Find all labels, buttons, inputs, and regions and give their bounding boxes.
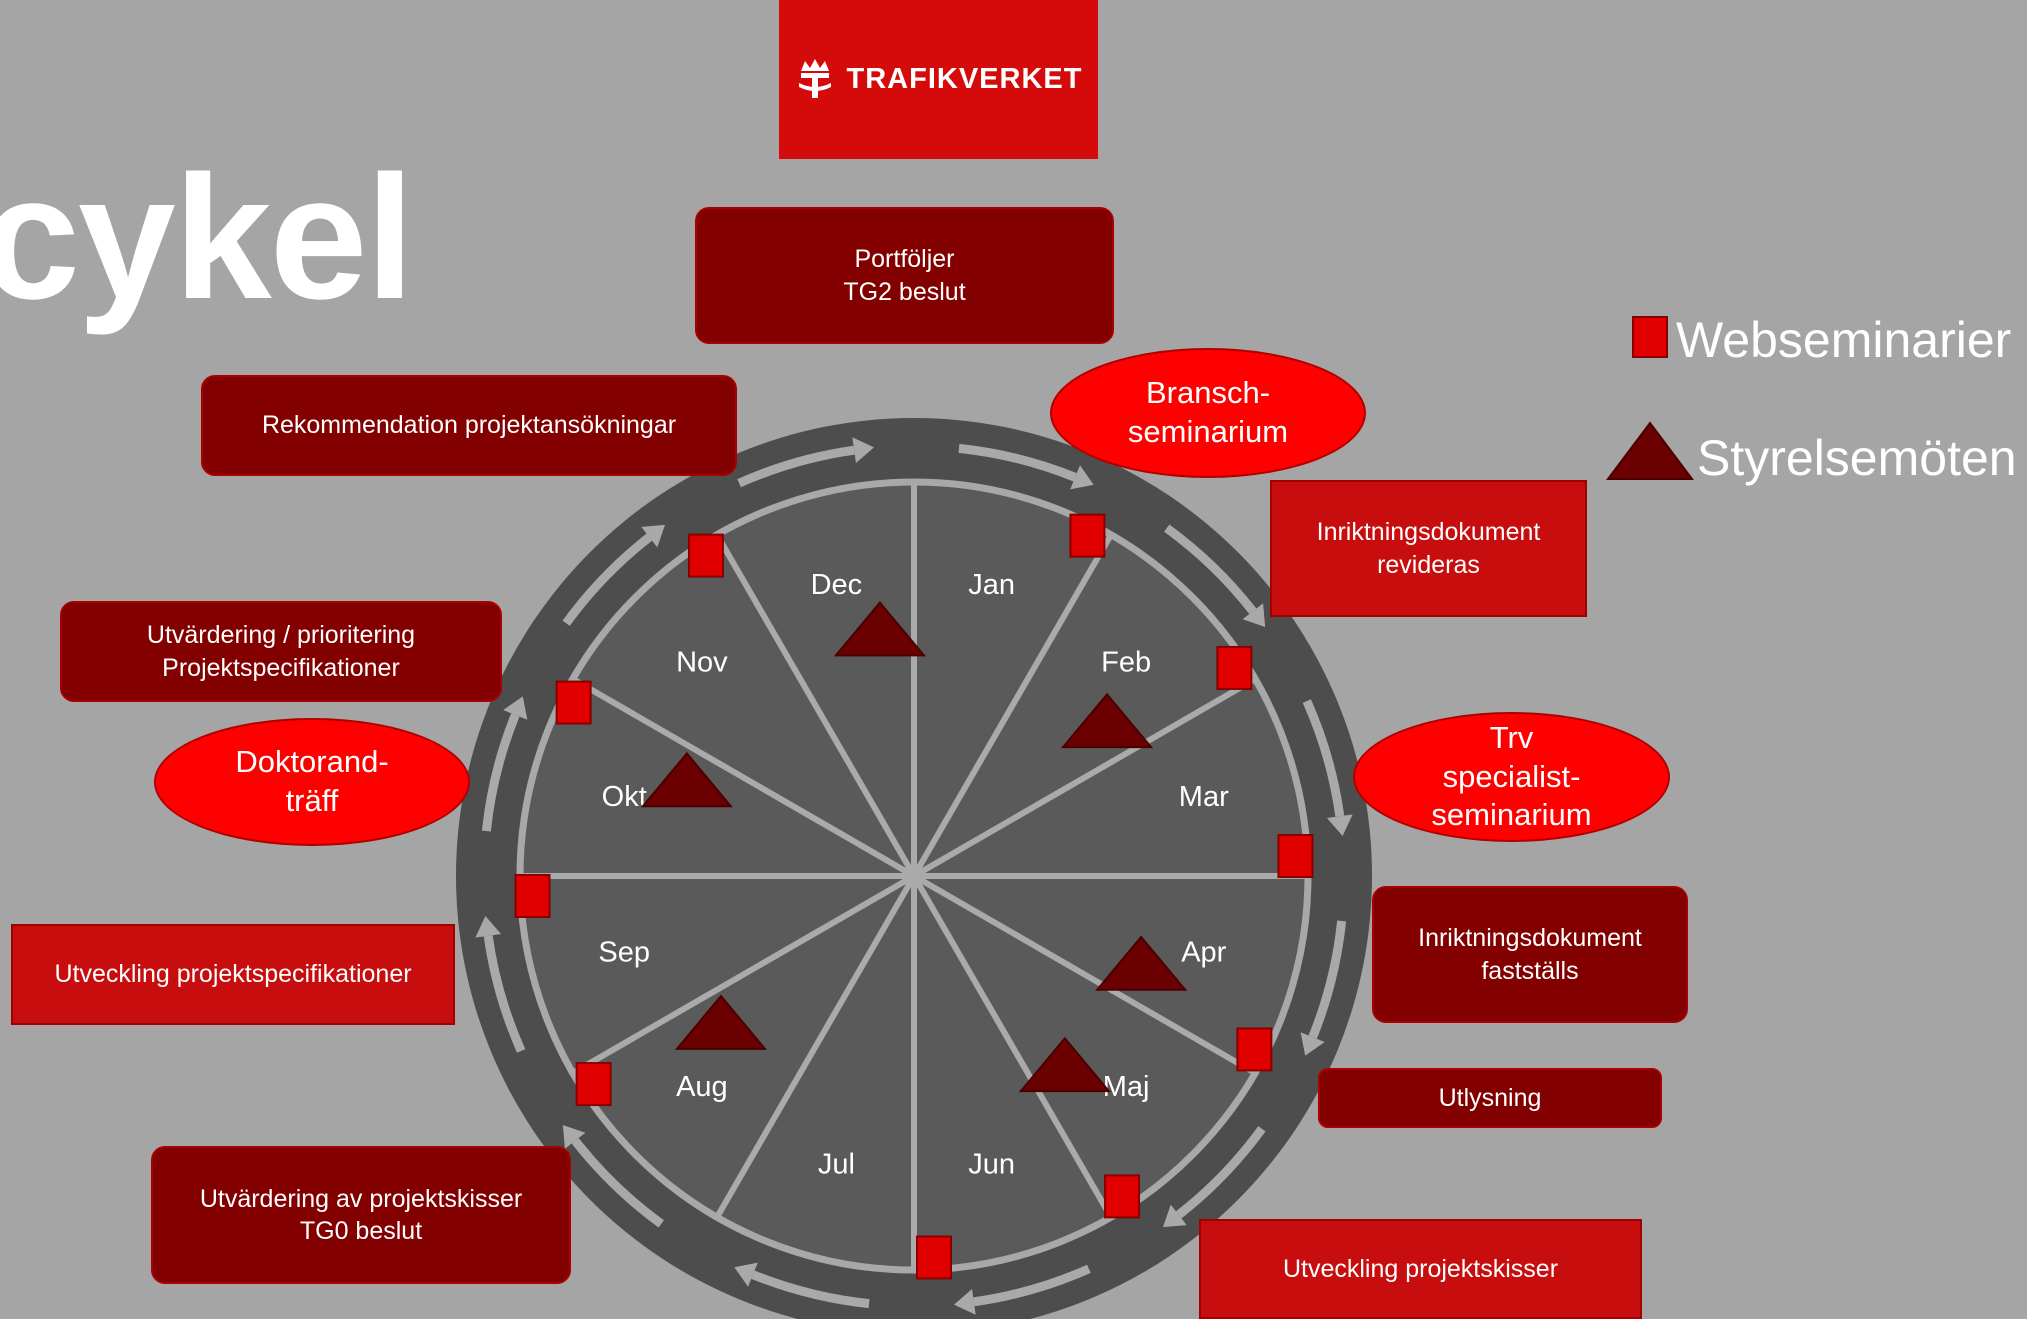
wheel-spoke — [912, 873, 1257, 1076]
month-label-nov: Nov — [676, 647, 728, 679]
crown-emblem-icon — [798, 58, 831, 98]
cycle-arrow-shaft — [571, 1137, 664, 1228]
event-markers — [514, 513, 1314, 1280]
month-label-jul: Jul — [818, 1148, 855, 1180]
month-label-dec: Dec — [811, 569, 863, 601]
oval-trv-specialistseminarium: Trv specialist- seminarium — [1353, 712, 1670, 842]
logo-text: TRAFIKVERKET — [846, 63, 1083, 95]
wheel-spoke — [714, 533, 917, 878]
board-meeting-triangle-apr — [1095, 935, 1188, 991]
cycle-arrow-head — [1070, 465, 1094, 490]
webinar-square-jun — [915, 1235, 952, 1280]
webinar-square-maj — [1104, 1174, 1141, 1219]
cycle-arrow-head — [503, 696, 528, 720]
cycle-arrow-head — [562, 1124, 586, 1149]
wheel-spoke — [714, 874, 917, 1219]
oval-doktorandtraff: Doktorand- träff — [154, 718, 470, 846]
board-meeting-triangle-dec — [833, 601, 927, 657]
box-utveckling-projektskisser: Utveckling projektskisser — [1199, 1219, 1642, 1319]
legend-webseminarier: Webseminarier — [1676, 312, 2012, 368]
box-inriktningsdokument-faststalls: Inriktningsdokument fastställs — [1372, 886, 1688, 1023]
month-label-okt: Okt — [602, 781, 647, 813]
page-title: cykel — [0, 140, 414, 336]
cycle-arrow-shaft — [958, 443, 1077, 482]
cycle-arrow-shaft — [562, 533, 653, 626]
cycle-arrow-head — [475, 916, 502, 938]
board-meeting-triangle-feb — [1060, 692, 1154, 749]
month-label-jun: Jun — [968, 1148, 1015, 1180]
cycle-arrow-head — [852, 437, 874, 464]
cycle-arrow-shaft — [1175, 1126, 1266, 1219]
board-meeting-triangle-maj — [1018, 1036, 1111, 1093]
legend-square-icon — [1632, 316, 1668, 358]
cycle-arrow-shaft — [751, 1270, 870, 1309]
month-label-apr: Apr — [1181, 936, 1226, 968]
cycle-arrow-head — [1242, 603, 1266, 628]
wheel-spoke — [911, 533, 1114, 878]
month-label-jan: Jan — [968, 569, 1015, 601]
cycle-arrow-shaft — [481, 713, 520, 832]
wheel-spoke — [571, 873, 916, 1076]
legend-triangle-icon — [1606, 421, 1694, 480]
box-utvardering-prioritering: Utvärdering / prioritering Projektspecif… — [60, 601, 502, 702]
webinar-square-sep — [514, 873, 551, 918]
webinar-square-apr — [1236, 1027, 1273, 1072]
month-label-mar: Mar — [1179, 781, 1229, 813]
box-utveckling-projektspecifikationer: Utveckling projektspecifikationer — [11, 924, 455, 1025]
cycle-arrow-head — [1162, 1204, 1187, 1228]
box-rekommendation: Rekommendation projektansökningar — [201, 375, 737, 476]
webinar-square-feb — [1216, 645, 1253, 690]
month-label-aug: Aug — [676, 1071, 728, 1103]
cycle-arrow-shaft — [973, 1264, 1091, 1307]
wheel-spokes — [520, 482, 1308, 1270]
wheel-spoke — [912, 676, 1257, 879]
box-inriktningsdokument-revideras: Inriktningsdokument revideras — [1270, 480, 1587, 617]
wheel-hub — [906, 868, 922, 884]
cycle-arrow-shaft — [1308, 920, 1347, 1039]
box-utvardering-projektskisser: Utvärdering av projektskisser TG0 beslut — [151, 1146, 571, 1284]
box-utlysning: Utlysning — [1318, 1068, 1662, 1128]
oval-branschseminarium: Bransch- seminarium — [1050, 348, 1366, 478]
trafikverket-logo: TRAFIKVERKET — [779, 0, 1098, 159]
cycle-arrow-head — [1300, 1032, 1325, 1056]
wheel-spoke — [911, 874, 1114, 1219]
month-label-maj: Maj — [1103, 1071, 1150, 1103]
cycle-arrow-head — [641, 524, 666, 548]
board-meeting-triangle-aug — [674, 994, 768, 1050]
month-label-sep: Sep — [598, 936, 650, 968]
webinar-square-okt — [555, 680, 592, 725]
cycle-arrow-shaft — [1164, 524, 1257, 615]
cycle-arrow-shaft — [737, 445, 855, 488]
box-portfoljer: Portföljer TG2 beslut — [695, 207, 1114, 344]
cycle-arrow-head — [1326, 814, 1353, 836]
board-meeting-triangle-okt — [640, 751, 733, 808]
cycle-arrow-shaft — [1302, 699, 1345, 817]
legend-styrelsemoten: Styrelsemöten — [1697, 430, 2017, 486]
cycle-arrow-head — [734, 1262, 758, 1287]
cycle-arrow-head — [954, 1288, 976, 1315]
webinar-square-mar — [1277, 834, 1314, 879]
wheel-spoke — [571, 676, 916, 879]
webinar-square-aug — [575, 1062, 612, 1107]
webinar-square-nov — [687, 533, 724, 578]
cycle-arrows — [475, 437, 1353, 1315]
month-label-feb: Feb — [1101, 647, 1151, 679]
webinar-square-jan — [1069, 513, 1106, 558]
cycle-arrow-shaft — [483, 935, 526, 1053]
